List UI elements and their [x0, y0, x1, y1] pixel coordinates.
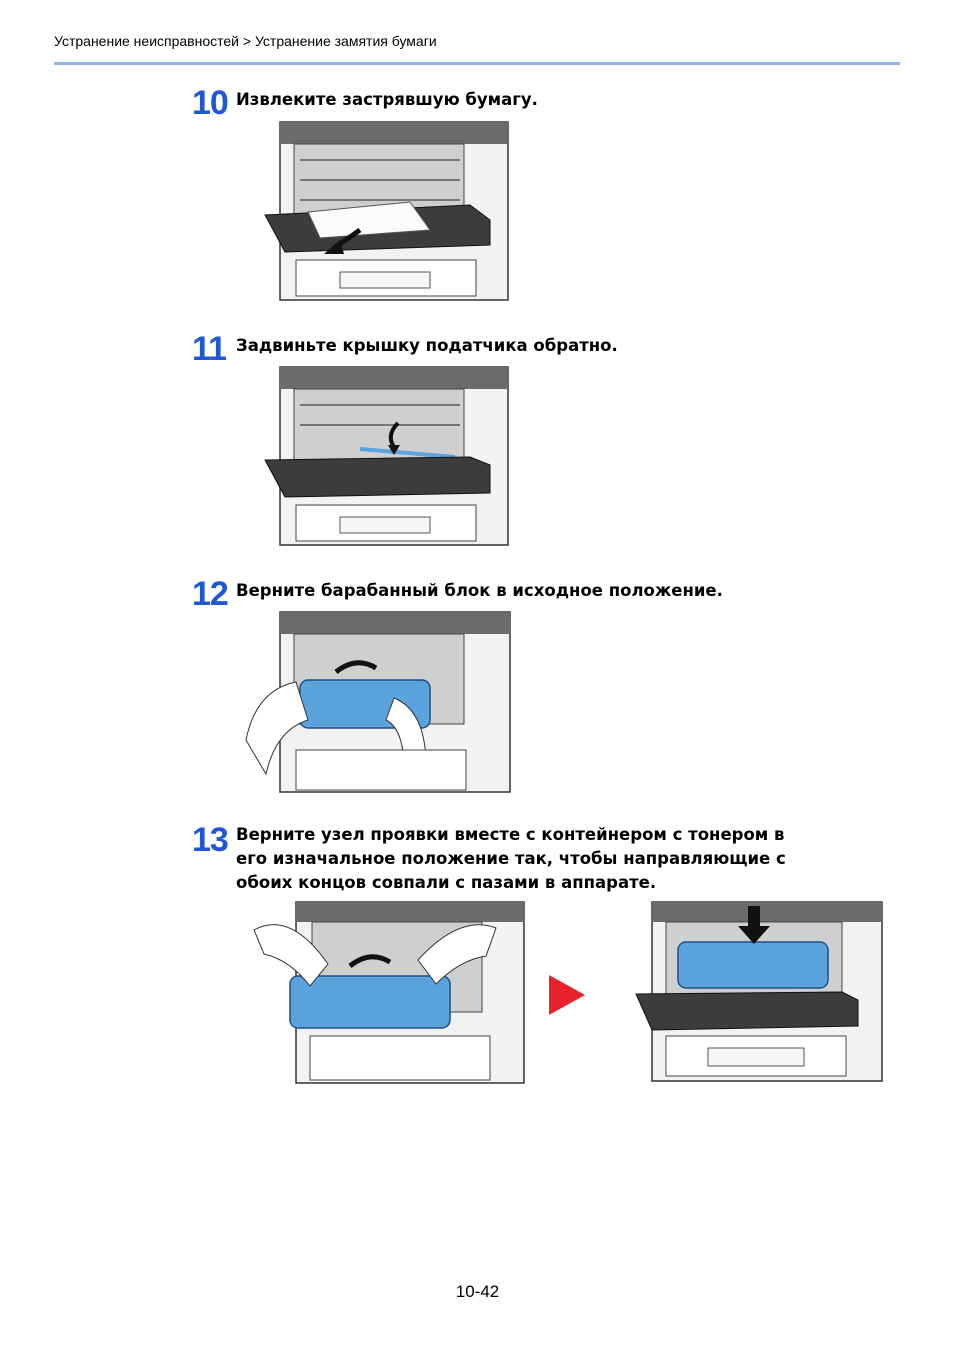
step-instruction: Верните барабанный блок в исходное полож…: [236, 581, 723, 600]
close-feeder-cover-illustration: [264, 366, 509, 546]
breadcrumb: Устранение неисправностей > Устранение з…: [54, 33, 437, 49]
instruction-line: обоих концов совпали с пазами в аппарате…: [236, 873, 657, 892]
developer-unit-installed-illustration: [635, 901, 883, 1082]
instruction-line: его изначальное положение так, чтобы нап…: [236, 849, 786, 868]
insert-developer-unit-illustration: [253, 901, 525, 1084]
step-number: 10: [192, 84, 229, 122]
step-number: 11: [192, 330, 227, 368]
insert-drum-unit-illustration: [245, 611, 511, 793]
header-divider: [54, 62, 900, 65]
next-step-arrow-icon: [549, 975, 585, 1015]
step-instruction: Задвиньте крышку податчика обратно.: [236, 336, 618, 355]
step-number: 12: [192, 575, 229, 613]
instruction-line: Верните узел проявки вместе с контейнеро…: [236, 825, 785, 844]
step-number: 13: [192, 821, 229, 859]
remove-paper-illustration: [264, 121, 509, 301]
page-number: 10-42: [455, 1282, 500, 1301]
step-instruction: Верните узел проявки вместе с контейнеро…: [236, 823, 786, 895]
step-instruction: Извлеките застрявшую бумагу.: [236, 90, 538, 109]
